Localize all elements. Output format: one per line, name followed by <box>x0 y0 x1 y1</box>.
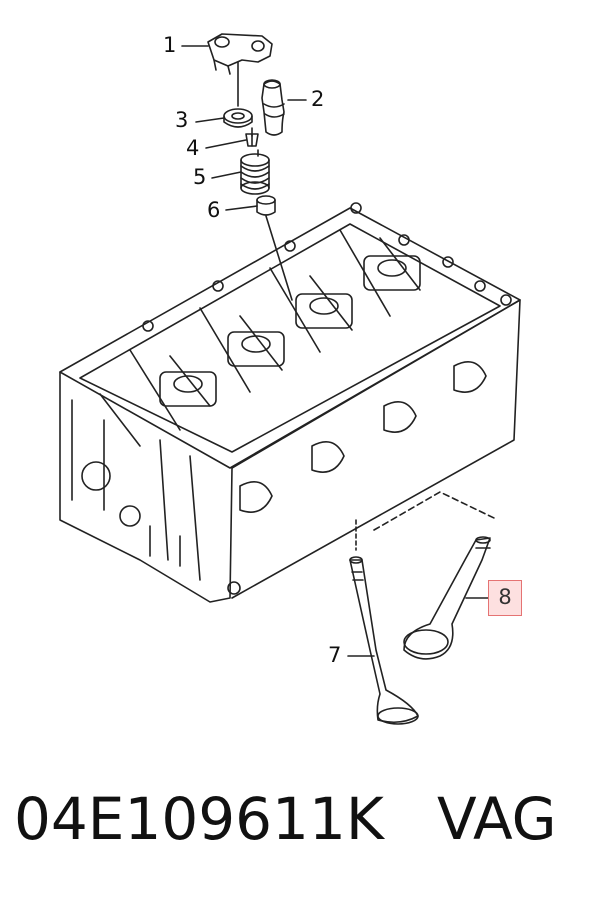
callout-1: 1 <box>163 33 177 57</box>
guide-line-valves <box>373 491 495 531</box>
footer-caption: 04E109611K VAG <box>0 785 600 875</box>
callout-3: 3 <box>175 108 189 132</box>
cylinder-head-exploded-diagram <box>59 33 521 725</box>
valve-spring-part <box>240 153 270 195</box>
assembly-axis-line <box>237 61 293 301</box>
spring-seat-part <box>223 108 253 128</box>
callout-8-highlight[interactable]: 8 <box>488 580 522 616</box>
callout-4: 4 <box>186 136 200 160</box>
callout-7: 7 <box>328 643 342 667</box>
cylinder-head-part <box>59 202 521 603</box>
brand-label: VAG <box>437 785 557 853</box>
callout-5: 5 <box>193 165 207 189</box>
leader-line-5 <box>211 171 242 179</box>
callout-6: 6 <box>207 198 221 222</box>
hydraulic-lifter-part <box>261 79 285 136</box>
callout-8: 8 <box>498 585 512 609</box>
leader-line-4 <box>205 139 247 149</box>
rocker-arm-part <box>207 33 273 75</box>
part-number: 04E109611K <box>14 785 384 853</box>
spring-retainer-part <box>256 195 276 216</box>
leader-line-3 <box>195 117 225 123</box>
callout-2: 2 <box>311 87 325 111</box>
leader-line-6 <box>225 205 258 211</box>
exhaust-valve-part <box>403 536 491 660</box>
intake-valve-part <box>349 519 419 725</box>
